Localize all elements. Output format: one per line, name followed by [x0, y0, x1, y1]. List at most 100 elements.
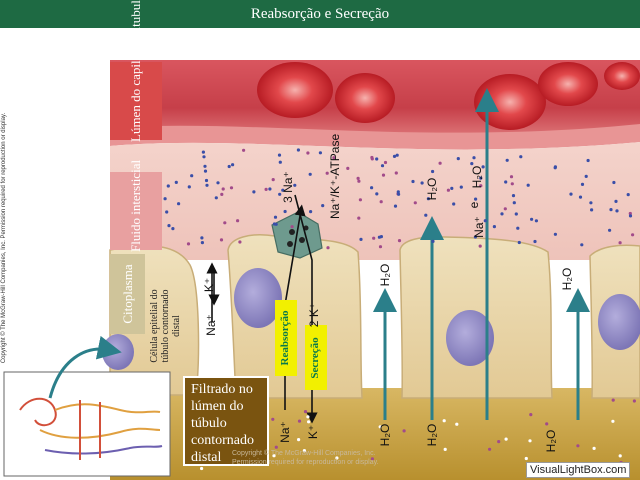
ion-dot	[592, 446, 596, 450]
ion-dot	[357, 179, 361, 183]
ion-dot	[631, 233, 635, 237]
ion-dot	[375, 192, 379, 196]
ion-dot	[483, 219, 487, 223]
copyright-side: Copyright © The McGraw-Hill Companies, I…	[1, 112, 7, 364]
cytoplasm-label-box	[110, 254, 145, 334]
ion-dot	[504, 437, 508, 441]
ion-dot	[608, 228, 612, 232]
ion-dot	[628, 211, 632, 216]
ion-dot	[397, 192, 401, 196]
ion-dot	[357, 216, 361, 220]
ion-dot	[526, 183, 530, 187]
ion-dot	[229, 186, 234, 190]
filtrate-label-box: Filtrado no lúmen do túbulo contornado d…	[183, 376, 269, 466]
ion-dot	[488, 447, 492, 451]
ion-dot	[426, 197, 430, 201]
ion-dot	[297, 419, 302, 423]
pump-label: Na⁺/K⁺-ATPase	[328, 133, 342, 219]
interstitial-ions	[163, 148, 637, 471]
ion-dot	[278, 160, 282, 164]
ion-dot	[167, 224, 171, 228]
nephron-inset	[3, 371, 171, 477]
cytoplasm-label: Citoplasma	[120, 264, 135, 324]
ion-dot	[474, 197, 478, 201]
ion-dot	[481, 165, 485, 169]
ion-dot	[402, 429, 406, 433]
ion-dot	[514, 212, 518, 216]
ion-dot	[394, 171, 398, 175]
ion-dot	[379, 200, 383, 204]
k2-label: 2 K⁺	[307, 302, 321, 328]
reabsorption-label: Reabsorção	[279, 310, 291, 366]
ion-dot	[203, 169, 208, 173]
ion-dot	[509, 175, 514, 179]
ion-dot	[413, 201, 417, 205]
h2o-interstitial-2-label: H₂O	[425, 177, 439, 201]
ion-dot	[533, 239, 537, 244]
ion-dot	[534, 219, 539, 223]
ion-dot	[356, 176, 360, 180]
ion-dot	[200, 241, 204, 245]
ion-dot	[296, 148, 300, 152]
ion-dot	[186, 242, 191, 246]
ion-dot	[359, 237, 363, 241]
page-title: Reabsorção e Secreção	[0, 0, 640, 28]
ion-dot	[455, 422, 459, 426]
ion-dot	[370, 186, 374, 190]
copyright-footer: Copyright © The McGraw-Hill Companies, I…	[232, 450, 379, 466]
ion-dot	[446, 188, 450, 192]
ion-dot	[220, 192, 224, 196]
ion-dot	[372, 236, 376, 240]
ion-dot	[242, 148, 246, 152]
ion-dot	[473, 235, 477, 239]
ion-dot	[227, 164, 231, 169]
ion-dot	[578, 195, 583, 199]
ion-dot	[200, 236, 204, 240]
capillary-label-box	[110, 62, 162, 140]
cell-nuclei	[102, 268, 640, 370]
ion-dot	[615, 209, 619, 213]
ion-dot	[612, 180, 616, 185]
ion-dot	[290, 225, 294, 229]
ion-dot	[307, 420, 311, 424]
ion-dot	[204, 178, 209, 183]
ion-dot	[321, 204, 325, 208]
ion-dot	[512, 201, 516, 205]
ion-dot	[611, 398, 615, 402]
h2o-lumen-1-label: H₂O	[378, 423, 392, 447]
ion-dot	[472, 156, 476, 160]
ion-dot	[589, 201, 593, 205]
h2o-lumen-3-label: H₂O	[544, 429, 558, 453]
ion-dot	[252, 190, 256, 194]
ion-dot	[500, 212, 504, 216]
ion-dot	[274, 445, 278, 449]
ion-dot	[221, 187, 225, 191]
ion-dot	[293, 183, 297, 187]
ion-dot	[516, 226, 520, 230]
ion-dot	[584, 174, 588, 178]
ion-dot	[553, 166, 557, 170]
ion-dot	[378, 245, 383, 249]
ion-dot	[503, 207, 507, 211]
ion-dot	[346, 166, 350, 170]
ion-dot	[303, 410, 308, 414]
na-basolateral-label: Na⁺	[204, 314, 218, 336]
na-e-h2o-e-label: e	[467, 201, 481, 209]
ion-dot	[553, 232, 558, 236]
ion-dot	[378, 425, 382, 429]
watermark[interactable]: VisualLightBox.com	[526, 462, 631, 478]
h2o-cell-3-label: H₂O	[560, 267, 574, 291]
ion-dot	[264, 187, 268, 191]
ion-dot	[190, 174, 194, 178]
ion-dot	[383, 160, 388, 165]
ion-dot	[277, 153, 282, 157]
ion-dot	[452, 202, 456, 206]
ion-dot	[381, 173, 386, 177]
ion-dot	[370, 155, 374, 160]
ion-dot	[479, 184, 483, 188]
ion-dot	[492, 225, 496, 229]
water-arrows	[373, 88, 590, 420]
ion-dot	[530, 217, 534, 221]
ion-dot	[335, 456, 339, 460]
ion-dot	[163, 197, 167, 201]
